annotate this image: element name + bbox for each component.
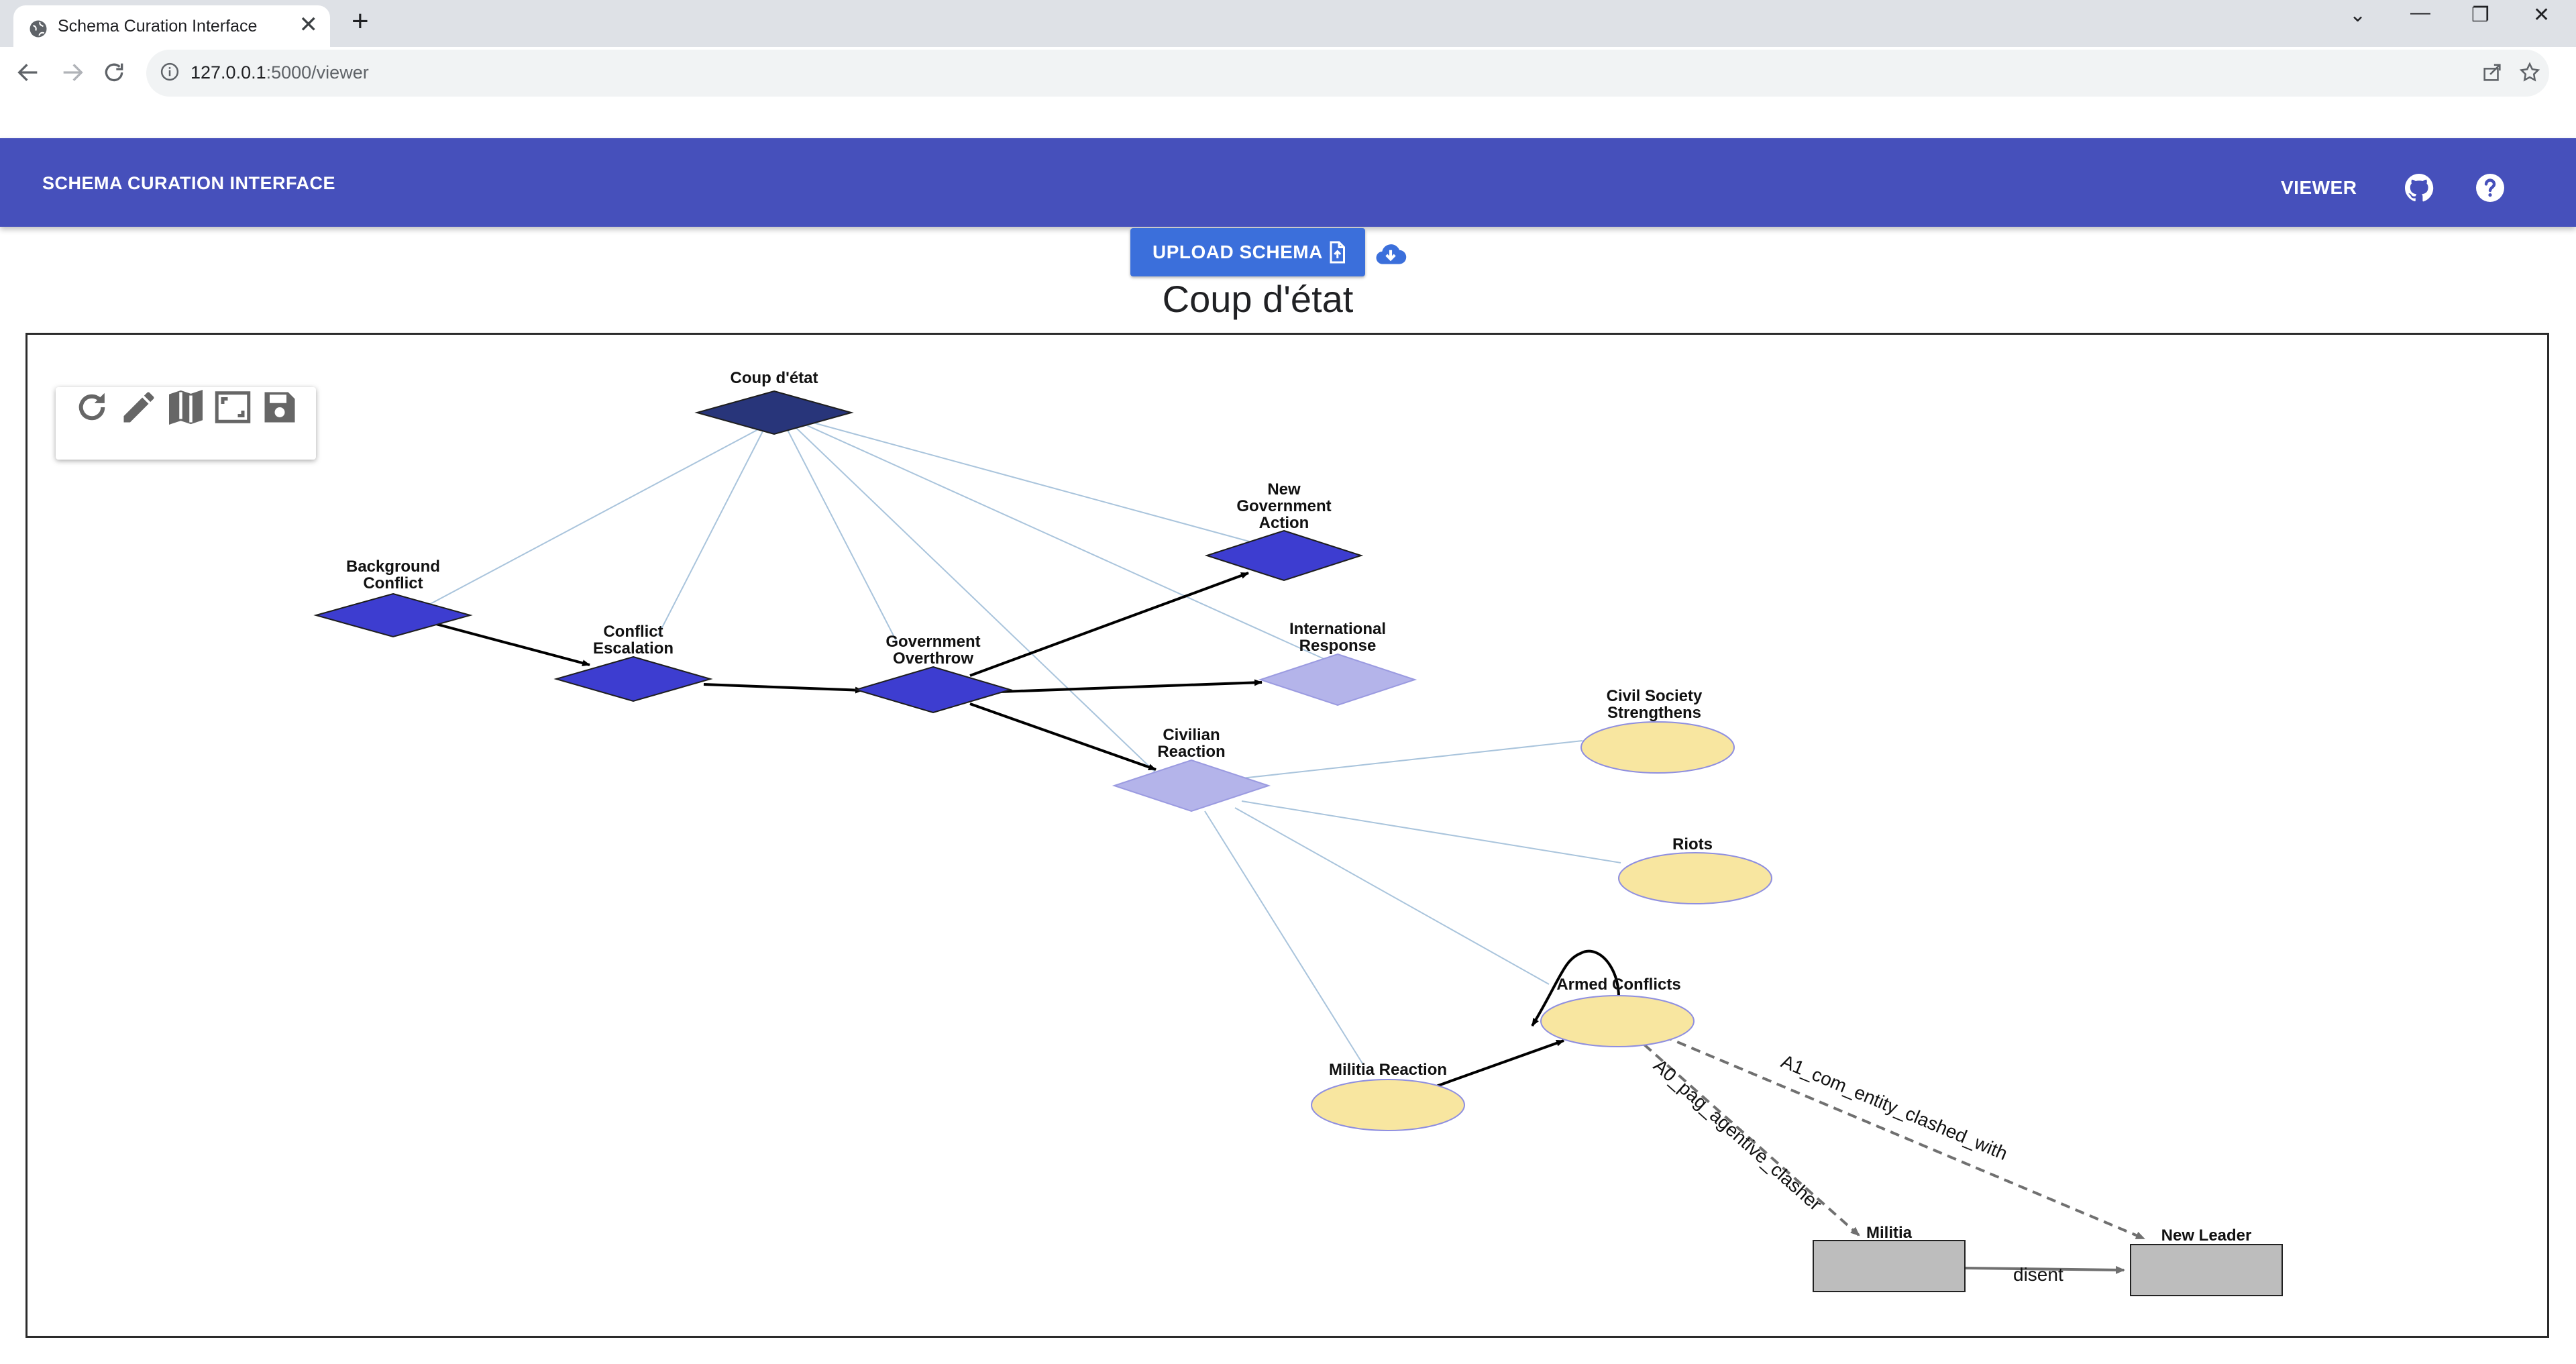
url-text[interactable]: 127.0.0.1:5000/viewer xyxy=(191,62,369,83)
hierarchy-edge xyxy=(795,427,1169,785)
label-newgov-line2: Government xyxy=(1236,497,1331,515)
node-background-conflict[interactable] xyxy=(313,592,473,638)
map-icon[interactable] xyxy=(166,387,206,427)
argument-edge-a1 xyxy=(1662,1035,2145,1240)
upload-schema-label: UPLOAD SCHEMA xyxy=(1152,242,1323,262)
label-background-line2: Conflict xyxy=(363,574,423,592)
edge-label-disent: disent xyxy=(2013,1264,2063,1285)
label-civilian-line1: Civilian xyxy=(1163,726,1220,744)
save-icon[interactable] xyxy=(260,387,300,427)
app-bar: SCHEMA CURATION INTERFACE VIEWER xyxy=(0,138,2576,227)
forward-icon[interactable] xyxy=(59,59,86,86)
minimize-icon[interactable]: — xyxy=(2410,1,2430,23)
label-escalation-line1: Conflict xyxy=(603,623,663,641)
node-civil-society-strengthens[interactable] xyxy=(1580,721,1735,774)
back-icon[interactable] xyxy=(15,59,42,86)
url-host: 127.0.0.1 xyxy=(191,62,266,83)
file-upload-icon xyxy=(1330,241,1345,264)
node-new-leader[interactable] xyxy=(2130,1244,2283,1296)
temporal-edge xyxy=(1436,1039,1564,1088)
label-new-leader: New Leader xyxy=(2161,1226,2252,1245)
label-newgov-line1: New xyxy=(1267,480,1301,499)
label-civilsociety-line1: Civil Society xyxy=(1607,687,1703,705)
relation-edge-disent xyxy=(1964,1265,2125,1274)
label-coup-d-etat: Coup d'état xyxy=(730,369,818,387)
info-icon[interactable] xyxy=(160,62,180,82)
label-riots: Riots xyxy=(1672,835,1713,853)
tab-search-icon[interactable]: ⌄ xyxy=(2349,4,2367,26)
label-militia: Militia xyxy=(1866,1224,1913,1242)
hierarchy-edge xyxy=(805,420,1275,549)
reload-icon[interactable] xyxy=(101,59,127,86)
star-icon[interactable] xyxy=(2518,61,2541,84)
restore-icon[interactable]: ❐ xyxy=(2471,4,2489,26)
node-armed-conflicts[interactable] xyxy=(1540,995,1695,1047)
schema-title: Coup d'état xyxy=(1162,278,1354,320)
hierarchy-edge xyxy=(1241,800,1621,863)
label-escalation-line2: Escalation xyxy=(593,639,674,658)
label-overthrow-line1: Government xyxy=(885,633,980,651)
label-intl-line1: International xyxy=(1289,620,1386,638)
browser-tab[interactable]: Schema Curation Interface ✕ xyxy=(13,5,330,47)
node-conflict-escalation[interactable] xyxy=(553,655,713,702)
browser-tabstrip: Schema Curation Interface ✕ + ⌄ — ❐ ✕ xyxy=(0,0,2576,47)
node-international-response[interactable] xyxy=(1258,653,1417,706)
temporal-edge xyxy=(969,702,1157,771)
label-intl-line2: Response xyxy=(1299,637,1377,655)
label-overthrow-line2: Overthrow xyxy=(893,649,973,668)
label-civilian-line2: Reaction xyxy=(1157,743,1225,761)
label-newgov-line3: Action xyxy=(1259,514,1309,532)
temporal-edge xyxy=(969,572,1249,677)
url-path: :5000/viewer xyxy=(266,62,369,83)
hierarchy-edge xyxy=(1204,810,1363,1064)
hierarchy-edge xyxy=(1234,807,1550,985)
browser-toolbar: 127.0.0.1:5000/viewer xyxy=(0,47,2576,139)
schema-graph[interactable]: A0_pag_agentive_clasher A1_com_entity_cl… xyxy=(25,333,2549,1338)
node-militia-reaction[interactable] xyxy=(1311,1079,1465,1131)
node-militia[interactable] xyxy=(1813,1240,1966,1292)
plus-icon[interactable]: + xyxy=(352,5,369,38)
temporal-edges xyxy=(433,572,1621,1088)
github-icon[interactable] xyxy=(2403,172,2435,204)
edge-label-a1: A1_com_entity_clashed_with xyxy=(1778,1051,2010,1164)
help-icon[interactable] xyxy=(2474,172,2506,204)
node-government-overthrow[interactable] xyxy=(853,666,1013,714)
label-militia-reaction: Militia Reaction xyxy=(1329,1061,1447,1079)
pencil-icon[interactable] xyxy=(119,387,159,427)
self-loop-edge xyxy=(1531,949,1621,1027)
address-bar[interactable]: 127.0.0.1:5000/viewer xyxy=(146,50,2549,97)
node-coup-d-etat[interactable] xyxy=(694,390,854,435)
label-background-line1: Background xyxy=(346,558,440,576)
argument-edges xyxy=(1643,1035,2145,1240)
tab-title: Schema Curation Interface xyxy=(58,17,258,36)
edge-label-a0: A0_pag_agentive_clasher xyxy=(1650,1055,1826,1214)
temporal-edge xyxy=(703,683,863,694)
close-icon[interactable]: ✕ xyxy=(299,12,319,38)
node-riots[interactable] xyxy=(1618,852,1772,904)
upload-schema-button[interactable]: UPLOAD SCHEMA xyxy=(1130,228,1365,276)
hierarchy-edge xyxy=(1241,740,1583,779)
fit-screen-icon[interactable] xyxy=(213,387,253,427)
node-civilian-reaction[interactable] xyxy=(1112,759,1271,812)
hierarchy-edge xyxy=(786,428,898,644)
hierarchy-edge xyxy=(802,423,1335,664)
app-title: SCHEMA CURATION INTERFACE xyxy=(42,173,335,193)
temporal-edge xyxy=(1000,679,1263,693)
window-close-icon[interactable]: ✕ xyxy=(2533,4,2551,26)
hierarchy-edge xyxy=(657,428,765,636)
label-armed-conflicts: Armed Conflicts xyxy=(1556,976,1680,994)
refresh-icon[interactable] xyxy=(72,387,112,427)
share-icon[interactable] xyxy=(2481,61,2504,84)
temporal-edge xyxy=(433,622,590,667)
cloud-download-icon[interactable] xyxy=(1374,238,1407,271)
graph-canvas[interactable]: A0_pag_agentive_clasher A1_com_entity_cl… xyxy=(28,335,2551,1340)
hierarchy-edge xyxy=(416,421,773,612)
graph-tool-panel xyxy=(56,387,316,460)
viewer-link[interactable]: VIEWER xyxy=(2281,177,2357,198)
node-new-government-action[interactable] xyxy=(1204,529,1364,582)
label-civilsociety-line2: Strengthens xyxy=(1607,704,1701,722)
argument-edge-a0 xyxy=(1643,1043,1860,1237)
globe-icon xyxy=(30,20,47,38)
hierarchy-edges xyxy=(416,420,1621,1064)
